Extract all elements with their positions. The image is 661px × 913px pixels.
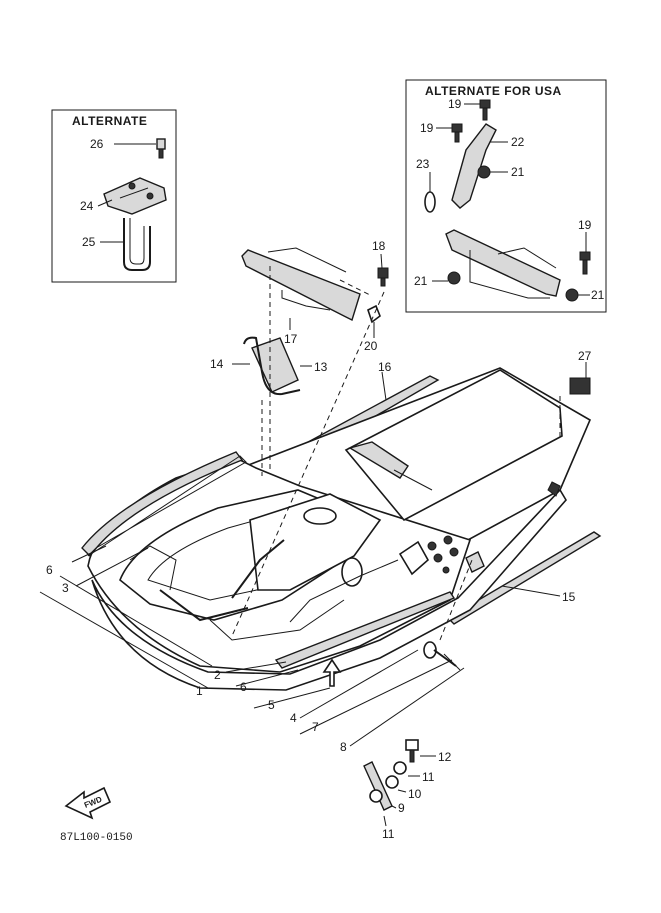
callout-21-right: 21 bbox=[591, 288, 605, 302]
callout-7: 7 bbox=[312, 720, 319, 734]
bolt-19-top bbox=[479, 99, 491, 121]
callout-13: 13 bbox=[314, 360, 328, 374]
callout-14: 14 bbox=[210, 357, 224, 371]
inset-alternate-usa: ALTERNATE FOR USA bbox=[405, 79, 607, 313]
washer-23 bbox=[424, 191, 436, 213]
leader-lines bbox=[39, 253, 587, 827]
bar-14 bbox=[243, 336, 301, 396]
nut-21-right bbox=[565, 288, 579, 302]
washer-10 bbox=[385, 775, 399, 789]
callout-22: 22 bbox=[511, 135, 525, 149]
bolt-18 bbox=[377, 267, 389, 287]
washer-11-upper bbox=[393, 761, 407, 775]
arrow-mark bbox=[322, 658, 342, 687]
callout-10: 10 bbox=[408, 787, 422, 801]
hull-body bbox=[81, 367, 592, 691]
callout-21-left: 21 bbox=[414, 274, 428, 288]
u-bolt-25 bbox=[123, 218, 151, 271]
stripe-15 bbox=[446, 531, 602, 625]
decal-27 bbox=[569, 377, 591, 395]
nut-21-upper bbox=[477, 165, 491, 179]
callout-21-upper: 21 bbox=[511, 165, 525, 179]
callout-23: 23 bbox=[416, 157, 430, 171]
callout-8: 8 bbox=[340, 740, 347, 754]
drain-plug-7 bbox=[423, 641, 461, 671]
inset-alternate-frame bbox=[51, 109, 177, 283]
callout-25: 25 bbox=[82, 235, 96, 249]
callout-12: 12 bbox=[438, 750, 452, 764]
callout-18: 18 bbox=[372, 239, 386, 253]
callout-6-left: 6 bbox=[46, 563, 53, 577]
callout-26: 26 bbox=[90, 137, 104, 151]
assembly-lines bbox=[231, 266, 561, 641]
hardware-set bbox=[363, 739, 419, 811]
callout-20: 20 bbox=[364, 339, 378, 353]
inset-alternate-title: ALTERNATE bbox=[72, 114, 147, 128]
callout-15: 15 bbox=[562, 590, 576, 604]
nut-20 bbox=[367, 304, 381, 324]
bracket-22 bbox=[451, 123, 497, 209]
inset-usa-title: ALTERNATE FOR USA bbox=[425, 84, 562, 98]
callout-19-right: 19 bbox=[578, 218, 592, 232]
callout-6-bottom: 6 bbox=[240, 680, 247, 694]
bolt-26 bbox=[156, 138, 166, 159]
callout-16: 16 bbox=[378, 360, 392, 374]
fwd-arrow: FWD bbox=[64, 786, 112, 820]
grab-bar-usa bbox=[445, 229, 561, 297]
callout-27: 27 bbox=[578, 349, 592, 363]
callout-11-upper: 11 bbox=[422, 770, 435, 784]
callout-9: 9 bbox=[398, 801, 405, 815]
washer-11-lower bbox=[369, 789, 383, 803]
callout-11-lower: 11 bbox=[382, 827, 395, 841]
callout-3: 3 bbox=[62, 581, 69, 595]
callout-19-top: 19 bbox=[448, 97, 462, 111]
callout-4: 4 bbox=[290, 711, 297, 725]
pad-13 bbox=[251, 337, 299, 393]
callout-2: 2 bbox=[214, 668, 221, 682]
bolt-12 bbox=[405, 739, 419, 763]
callout-17: 17 bbox=[284, 332, 298, 346]
diagram-code: 87L100-0150 bbox=[60, 832, 133, 844]
callouts: 1 2 3 4 5 6 6 7 8 9 10 11 11 12 13 14 15… bbox=[46, 239, 592, 841]
callout-5: 5 bbox=[268, 698, 275, 712]
inset-usa-frame bbox=[405, 79, 607, 313]
bolt-19-left bbox=[451, 123, 463, 143]
callout-1: 1 bbox=[196, 684, 203, 698]
callout-19-left: 19 bbox=[420, 121, 434, 135]
grab-handle-17 bbox=[241, 247, 361, 321]
bolt-19-right bbox=[579, 251, 591, 275]
inset-alternate: ALTERNATE 26 24 25 bbox=[51, 109, 177, 283]
nut-21-left bbox=[447, 271, 461, 285]
bracket-24 bbox=[103, 177, 167, 215]
callout-24: 24 bbox=[80, 199, 94, 213]
